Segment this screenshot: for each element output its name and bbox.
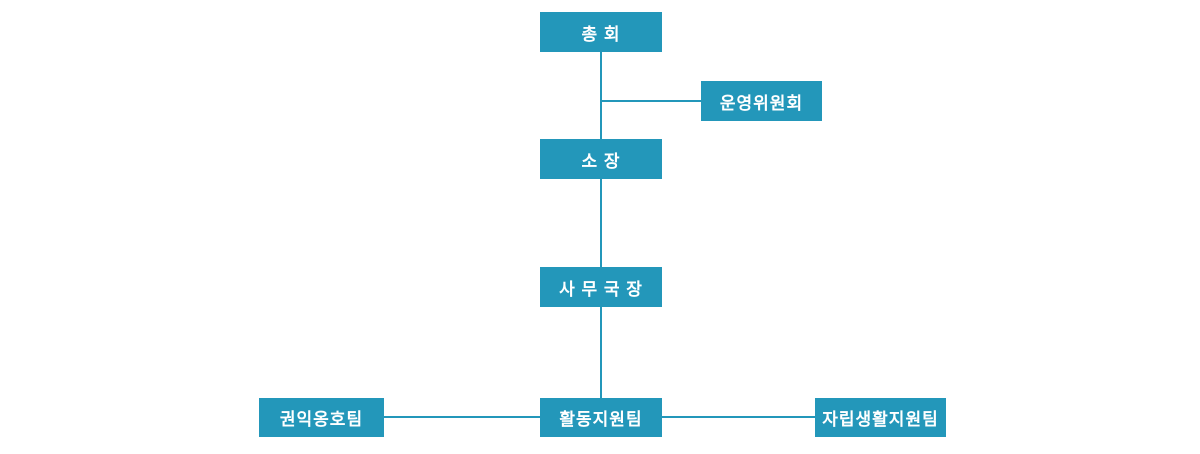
connector-activity-independent	[662, 416, 815, 418]
org-node-advocacy-team: 권익옹호팀	[259, 398, 384, 437]
org-node-label: 자립생활지원팀	[822, 410, 939, 429]
org-node-label: 총 회	[581, 24, 621, 44]
org-node-label: 운영위원회	[719, 93, 804, 113]
org-node-secretary-general: 사 무 국 장	[540, 267, 662, 307]
connector-assembly-director	[600, 52, 602, 139]
org-node-label: 권익옹호팀	[279, 410, 364, 429]
org-node-independent-living-team: 자립생활지원팀	[815, 398, 946, 437]
org-node-label: 사 무 국 장	[559, 279, 643, 299]
connector-secretary-activity	[600, 306, 602, 398]
org-node-label: 소 장	[581, 151, 621, 171]
org-node-general-assembly: 총 회	[540, 12, 662, 52]
connector-director-secretary	[600, 179, 602, 267]
org-node-activity-support-team: 활동지원팀	[540, 398, 662, 437]
org-node-director: 소 장	[540, 139, 662, 179]
connector-trunk-committee	[601, 100, 701, 102]
org-node-steering-committee: 운영위원회	[701, 81, 822, 121]
connector-advocacy-activity	[384, 416, 540, 418]
org-node-label: 활동지원팀	[559, 410, 643, 429]
